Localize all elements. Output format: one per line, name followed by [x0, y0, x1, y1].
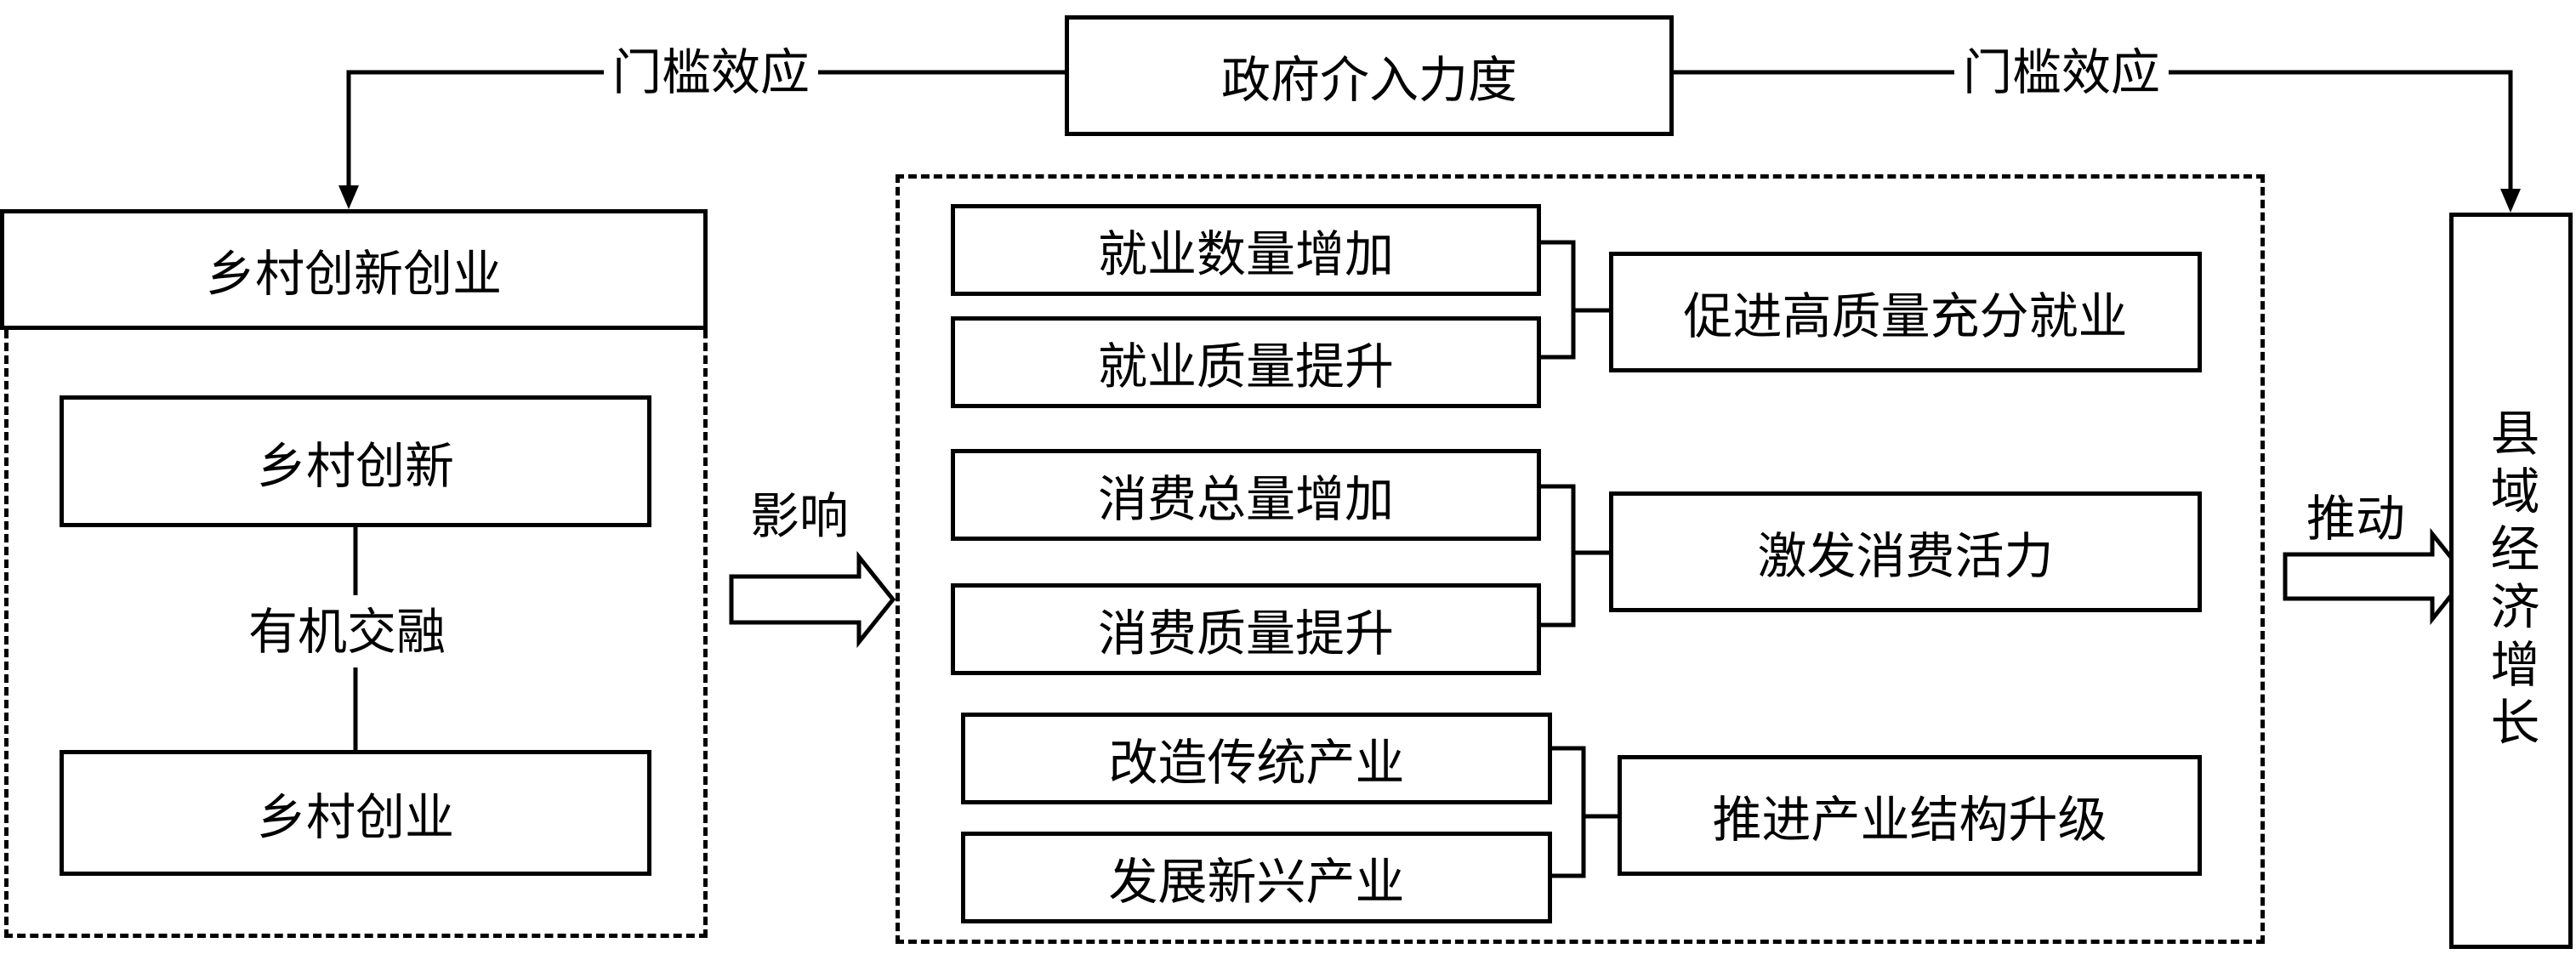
industry-upgrade-label: 推进产业结构升级 — [1712, 791, 2107, 849]
traditional-industry-box: 改造传统产业 — [961, 713, 1552, 804]
arrowhead-left — [338, 185, 359, 209]
threshold-left-label: 门槛效应 — [604, 43, 819, 102]
employment-quantity-box: 就业数量增加 — [951, 204, 1541, 296]
rural-innovation-label: 乡村创新 — [256, 436, 454, 495]
gov-intervention-label: 政府介入力度 — [1220, 51, 1517, 109]
traditional-industry-label: 改造传统产业 — [1108, 734, 1405, 792]
county-economic-growth-box: 县域经济增长 — [2449, 213, 2573, 949]
rural-entrepreneurship-label: 乡村创业 — [256, 788, 454, 846]
county-economic-growth-label: 县域经济增长 — [2482, 407, 2540, 754]
organic-fusion-label: 有机交融 — [248, 603, 446, 661]
employment-quality-label: 就业质量提升 — [1097, 338, 1394, 395]
emerging-industry-box: 发展新兴产业 — [961, 832, 1552, 923]
bracket-1 — [1541, 240, 1576, 360]
arrowhead-right — [2500, 189, 2521, 213]
bracket-2 — [1541, 484, 1576, 628]
header-label: 乡村创新创业 — [205, 245, 502, 303]
industry-upgrade-box: 推进产业结构升级 — [1618, 755, 2202, 876]
influence-arrow — [729, 550, 896, 649]
middle-dashed-frame — [896, 174, 2265, 944]
consumption-total-box: 消费总量增加 — [951, 449, 1541, 541]
gov-to-left-line — [346, 70, 1065, 196]
bracket-3 — [1552, 746, 1586, 878]
gov-intervention-box: 政府介入力度 — [1065, 15, 1674, 136]
influence-label: 影响 — [750, 487, 850, 545]
employment-quantity-label: 就业数量增加 — [1097, 225, 1394, 283]
full-employment-label: 促进高质量充分就业 — [1683, 287, 2128, 345]
rural-entrepreneurship-box: 乡村创业 — [60, 750, 651, 876]
full-employment-box: 促进高质量充分就业 — [1609, 252, 2202, 372]
consumption-vitality-label: 激发消费活力 — [1757, 527, 2054, 585]
consumption-quality-box: 消费质量提升 — [951, 583, 1541, 675]
consumption-vitality-box: 激发消费活力 — [1609, 491, 2202, 612]
drive-label: 推动 — [2306, 490, 2406, 548]
left-dashed-frame — [4, 330, 708, 938]
threshold-right-label: 门槛效应 — [1954, 43, 2169, 102]
rural-innovation-box: 乡村创新 — [60, 395, 651, 527]
emerging-industry-label: 发展新兴产业 — [1108, 853, 1405, 911]
employment-quality-box: 就业质量提升 — [951, 316, 1541, 408]
consumption-quality-label: 消费质量提升 — [1097, 605, 1394, 662]
consumption-total-label: 消费总量增加 — [1097, 470, 1394, 528]
rural-innovation-entrepreneurship-header: 乡村创新创业 — [0, 209, 708, 330]
gov-to-right-line — [1674, 70, 2513, 200]
